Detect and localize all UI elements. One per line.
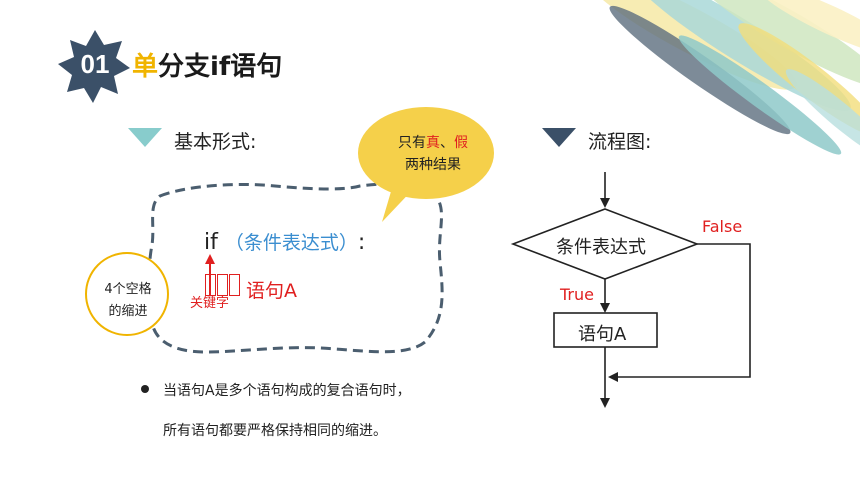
indent-note-line-1: 4个空格 [104, 282, 152, 297]
right-heading-triangle [542, 128, 576, 147]
keyword-note: 关键字 [190, 296, 230, 311]
bubble-line-1: 只有真、假 [398, 135, 468, 151]
bubble-text: 只有真、假 两种结果 [388, 132, 478, 176]
true-word: 真 [426, 135, 440, 151]
section-number: 01 [80, 49, 110, 79]
statement-a: 语句A [246, 280, 297, 302]
keyword-arrow [205, 254, 215, 296]
decorative-brush-strokes [583, 0, 860, 161]
false-word: 假 [454, 135, 468, 151]
title-rest: 分支if语句 [158, 52, 283, 82]
left-heading: 基本形式: [174, 131, 257, 153]
if-statement-line: if （条件表达式）: [204, 228, 365, 255]
bullet-line-1: 当语句A是多个语句构成的复合语句时， [163, 383, 411, 399]
code-cloud-outline [147, 182, 444, 354]
indent-note-line-2: 的缩进 [108, 304, 148, 319]
condition-expression: （条件表达式） [224, 232, 358, 254]
section-star-badge [58, 30, 130, 103]
page-title: 单分支if语句 [132, 46, 282, 83]
speech-bubble [358, 107, 494, 222]
indent-note: 4个空格 的缩进 [98, 279, 158, 323]
decision-label: 条件表达式 [556, 237, 646, 258]
bullet-line-2: 所有语句都要严格保持相同的缩进。 [163, 423, 387, 439]
indent-note-circle [85, 252, 169, 336]
left-heading-triangle [128, 128, 162, 147]
title-first-char: 单 [132, 52, 159, 82]
flowchart [510, 172, 751, 408]
false-label: False [702, 217, 743, 236]
bubble-line-2: 两种结果 [405, 157, 461, 173]
process-box [553, 312, 658, 348]
indent-space-boxes [205, 274, 241, 300]
true-label: True [560, 285, 594, 304]
false-branch-line [616, 243, 751, 378]
if-keyword: if [204, 230, 218, 255]
colon: : [357, 230, 366, 255]
process-label: 语句A [578, 324, 627, 345]
right-heading: 流程图: [588, 131, 652, 153]
bullet-dot [141, 385, 149, 393]
